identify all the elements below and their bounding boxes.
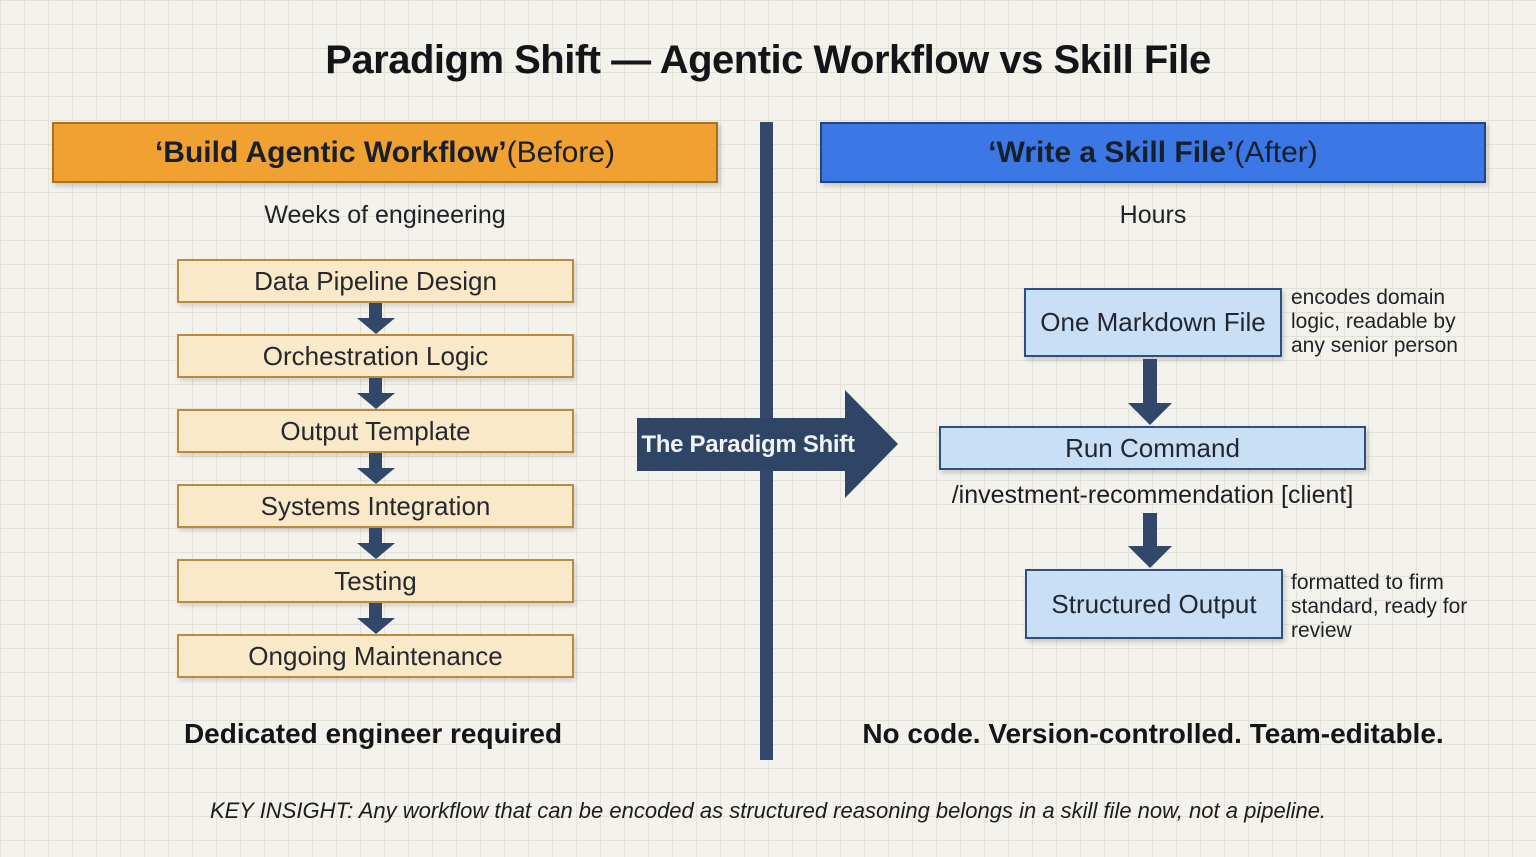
down-arrow-icon: [1124, 359, 1176, 425]
run-command-caption: /investment-recommendation [client]: [951, 481, 1354, 509]
step-systems-integration: Systems Integration: [177, 484, 574, 528]
before-footer-statement: Dedicated engineer required: [183, 718, 563, 749]
after-header: ‘Write a Skill File’ (After): [820, 122, 1486, 183]
down-arrow-icon: [1124, 513, 1176, 568]
markdown-file-note: encodes domain logic, readable by any se…: [1291, 286, 1458, 357]
down-arrow-icon: [356, 453, 395, 484]
page-title: Paradigm Shift — Agentic Workflow vs Ski…: [325, 38, 1211, 82]
step-data-pipeline-design: Data Pipeline Design: [177, 259, 574, 303]
after-footer-statement: No code. Version-controlled. Team-editab…: [862, 718, 1444, 749]
step-one-markdown-file: One Markdown File: [1024, 288, 1282, 357]
down-arrow-icon: [356, 303, 395, 334]
down-arrow-icon: [356, 603, 395, 634]
paradigm-shift-label: The Paradigm Shift: [641, 430, 855, 458]
structured-output-note: formatted to firm standard, ready for re…: [1291, 571, 1468, 642]
before-header-suffix: (Before): [506, 135, 616, 169]
step-output-template: Output Template: [177, 409, 574, 453]
step-ongoing-maintenance: Ongoing Maintenance: [177, 634, 574, 678]
step-testing: Testing: [177, 559, 574, 603]
step-orchestration-logic: Orchestration Logic: [177, 334, 574, 378]
after-subtitle: Hours: [1119, 201, 1187, 229]
down-arrow-icon: [356, 528, 395, 559]
step-run-command: Run Command: [939, 426, 1366, 470]
before-flow: Data Pipeline Design Orchestration Logic…: [177, 259, 574, 678]
before-subtitle: Weeks of engineering: [264, 201, 506, 229]
down-arrow-icon: [356, 378, 395, 409]
key-insight: KEY INSIGHT: Any workflow that can be en…: [209, 798, 1327, 823]
right-arrow-icon: [637, 390, 898, 498]
before-header-quote: ‘Build Agentic Workflow’: [154, 135, 507, 169]
before-header: ‘Build Agentic Workflow’ (Before): [52, 122, 718, 183]
after-header-suffix: (After): [1234, 135, 1318, 169]
after-header-quote: ‘Write a Skill File’: [988, 135, 1235, 169]
step-structured-output: Structured Output: [1025, 569, 1283, 639]
